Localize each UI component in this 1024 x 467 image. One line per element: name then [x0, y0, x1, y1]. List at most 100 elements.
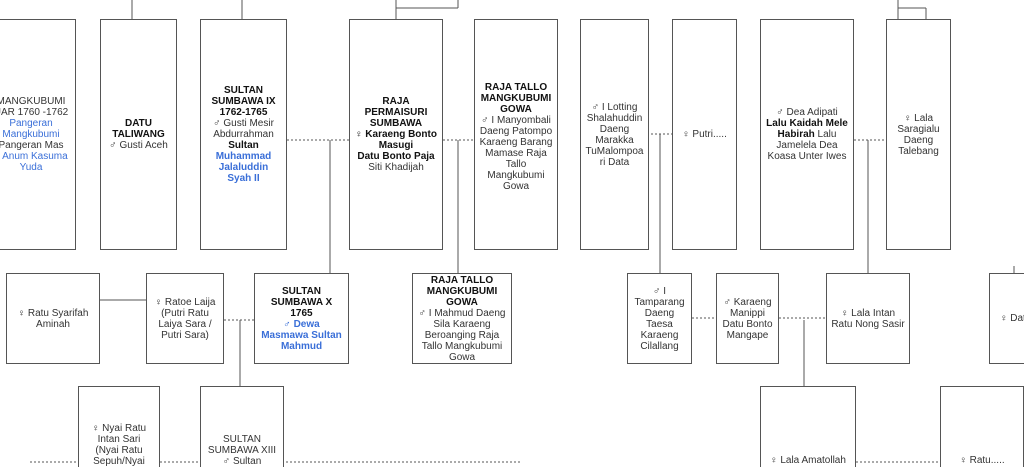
person-text-line: Koasa Unter Iwes: [767, 151, 847, 162]
person-text-line: Mamase Raja: [485, 148, 547, 159]
person-text-line: Jamelela Dea: [776, 140, 838, 151]
person-text-line: ♀ Dat: [1000, 313, 1024, 324]
person-text-line: Datu Bonto: [722, 318, 773, 330]
person-text-line: Beroanging Raja: [424, 329, 500, 341]
person-node-dat-partial[interactable]: ♀ Dat: [989, 273, 1024, 364]
person-text-line: u Anum Kasuma: [0, 151, 68, 162]
person-text-line: Talebang: [898, 145, 939, 157]
person-text-line: Karaeng Barang: [479, 137, 553, 148]
person-text-line: ♀ Ratoe Laija: [154, 296, 216, 308]
person-text-bold: Habirah: [777, 129, 815, 140]
person-text-line: Daeng Patompo: [479, 126, 553, 137]
person-text-line: Masugi: [378, 140, 414, 151]
person-text-line: Laiya Sara /: [158, 318, 212, 330]
person-text-line: SULTAN: [223, 434, 261, 445]
person-text-line: (Nyai Ratu: [95, 445, 143, 456]
person-text-line: Jalaluddin: [218, 162, 269, 173]
person-text-line: Tamparang: [634, 296, 685, 308]
person-text-line: SUMBAWA XIII: [207, 445, 277, 456]
person-text-line: SUMBAWA X: [270, 296, 333, 308]
person-text-line: Cilallang: [640, 340, 679, 352]
person-text-line: Abdurrahman: [213, 129, 274, 140]
person-text-line: ♀ Lala: [903, 112, 934, 124]
person-text-line: ♀ Karaeng Bonto: [355, 129, 437, 140]
person-text-line: Daeng Taesa: [644, 307, 677, 330]
person-node-ratu-bottom[interactable]: ♀ Ratu.....: [940, 386, 1024, 467]
person-text-line: ♀ Putri.....: [682, 129, 727, 140]
person-text-line: Karaeng: [640, 329, 679, 341]
person-text-line: ♂ Karaeng: [723, 296, 772, 308]
person-node-putri[interactable]: ♀ Putri.....: [672, 19, 737, 250]
person-text-line: TuMalompoa: [585, 145, 644, 157]
person-text-line: Sila Karaeng: [433, 318, 491, 330]
person-text-line: ♂ I Lotting: [591, 101, 638, 113]
person-text-line: Masmawa Sultan: [261, 329, 342, 341]
person-text-line: Sultan: [228, 140, 259, 151]
person-text-line: Tallo: [505, 159, 527, 170]
person-text-line: ♀ Lala Amatollah: [770, 455, 846, 466]
person-text-line: Gowa: [502, 181, 530, 192]
person-text-line: ♂ Dea Adipati: [776, 107, 838, 118]
person-text-line: Siti Khadijah: [368, 162, 424, 173]
person-text-line: MANGKUBUMI: [480, 93, 552, 104]
person-text-line: Syah II: [227, 173, 260, 184]
person-text-line: UAR 1760 -1762: [0, 107, 69, 118]
person-text-line: MANGKUBUMI: [426, 285, 498, 297]
person-text-line: SULTAN: [223, 85, 264, 96]
person-text-line: Mangkubumi: [2, 129, 60, 140]
person-text-line: Shalahuddin: [586, 112, 643, 124]
person-text-line: ♂ Gusti Aceh: [109, 140, 168, 151]
person-text-line: Manippi: [729, 307, 766, 319]
person-text-line: DATU: [124, 118, 153, 129]
person-text-line: ♂ I Manyombali: [481, 115, 551, 126]
person-text-line: ♂ I: [652, 285, 667, 297]
person-text-line: Daeng: [903, 134, 934, 146]
person-text-line: RAJA TALLO: [430, 274, 494, 286]
person-text-line: RAJA TALLO: [484, 82, 548, 93]
person-text-line: Tallo Mangkubumi: [421, 340, 503, 352]
person-text-line: Marakka: [595, 134, 634, 146]
person-text-line: RAJA: [382, 96, 410, 107]
person-text-line: Datu Bonto Paja: [357, 151, 435, 162]
person-text-line: PERMAISURI: [364, 107, 428, 118]
person-text-line: Putri Sara): [161, 329, 209, 341]
person-text-line: Mahmud: [280, 340, 323, 352]
person-text-line: Yuda: [19, 162, 43, 173]
person-text-line: Pangeran: [9, 118, 53, 129]
person-text-line: Saragialu: [897, 123, 940, 135]
person-text-line: ♂ Gusti Mesir: [213, 118, 274, 129]
person-text-line: Intan Sari: [97, 434, 141, 445]
person-text-line: GOWA: [500, 104, 532, 115]
person-text-line: ♀ Ratu.....: [959, 455, 1005, 466]
person-text-line: MANGKUBUMI: [0, 96, 66, 107]
person-text-line: Habirah Lalu: [777, 129, 837, 140]
person-text-line: Gowa: [448, 351, 476, 363]
person-text-line: ri Data: [599, 156, 630, 168]
person-text-line: ♂ I Mahmud Daeng: [418, 307, 506, 319]
person-text-line: 1762-1765: [219, 107, 268, 118]
person-text-line: ♀ Nyai Ratu: [91, 423, 147, 434]
person-text-line: Sepuh/Nyai: [93, 456, 145, 467]
person-text-line: SULTAN: [281, 285, 322, 297]
person-text-line: Mangape: [726, 329, 769, 341]
person-node-lala-amatollah[interactable]: ♀ Lala Amatollah: [760, 386, 856, 467]
person-text-line: Muhammad: [215, 151, 272, 162]
